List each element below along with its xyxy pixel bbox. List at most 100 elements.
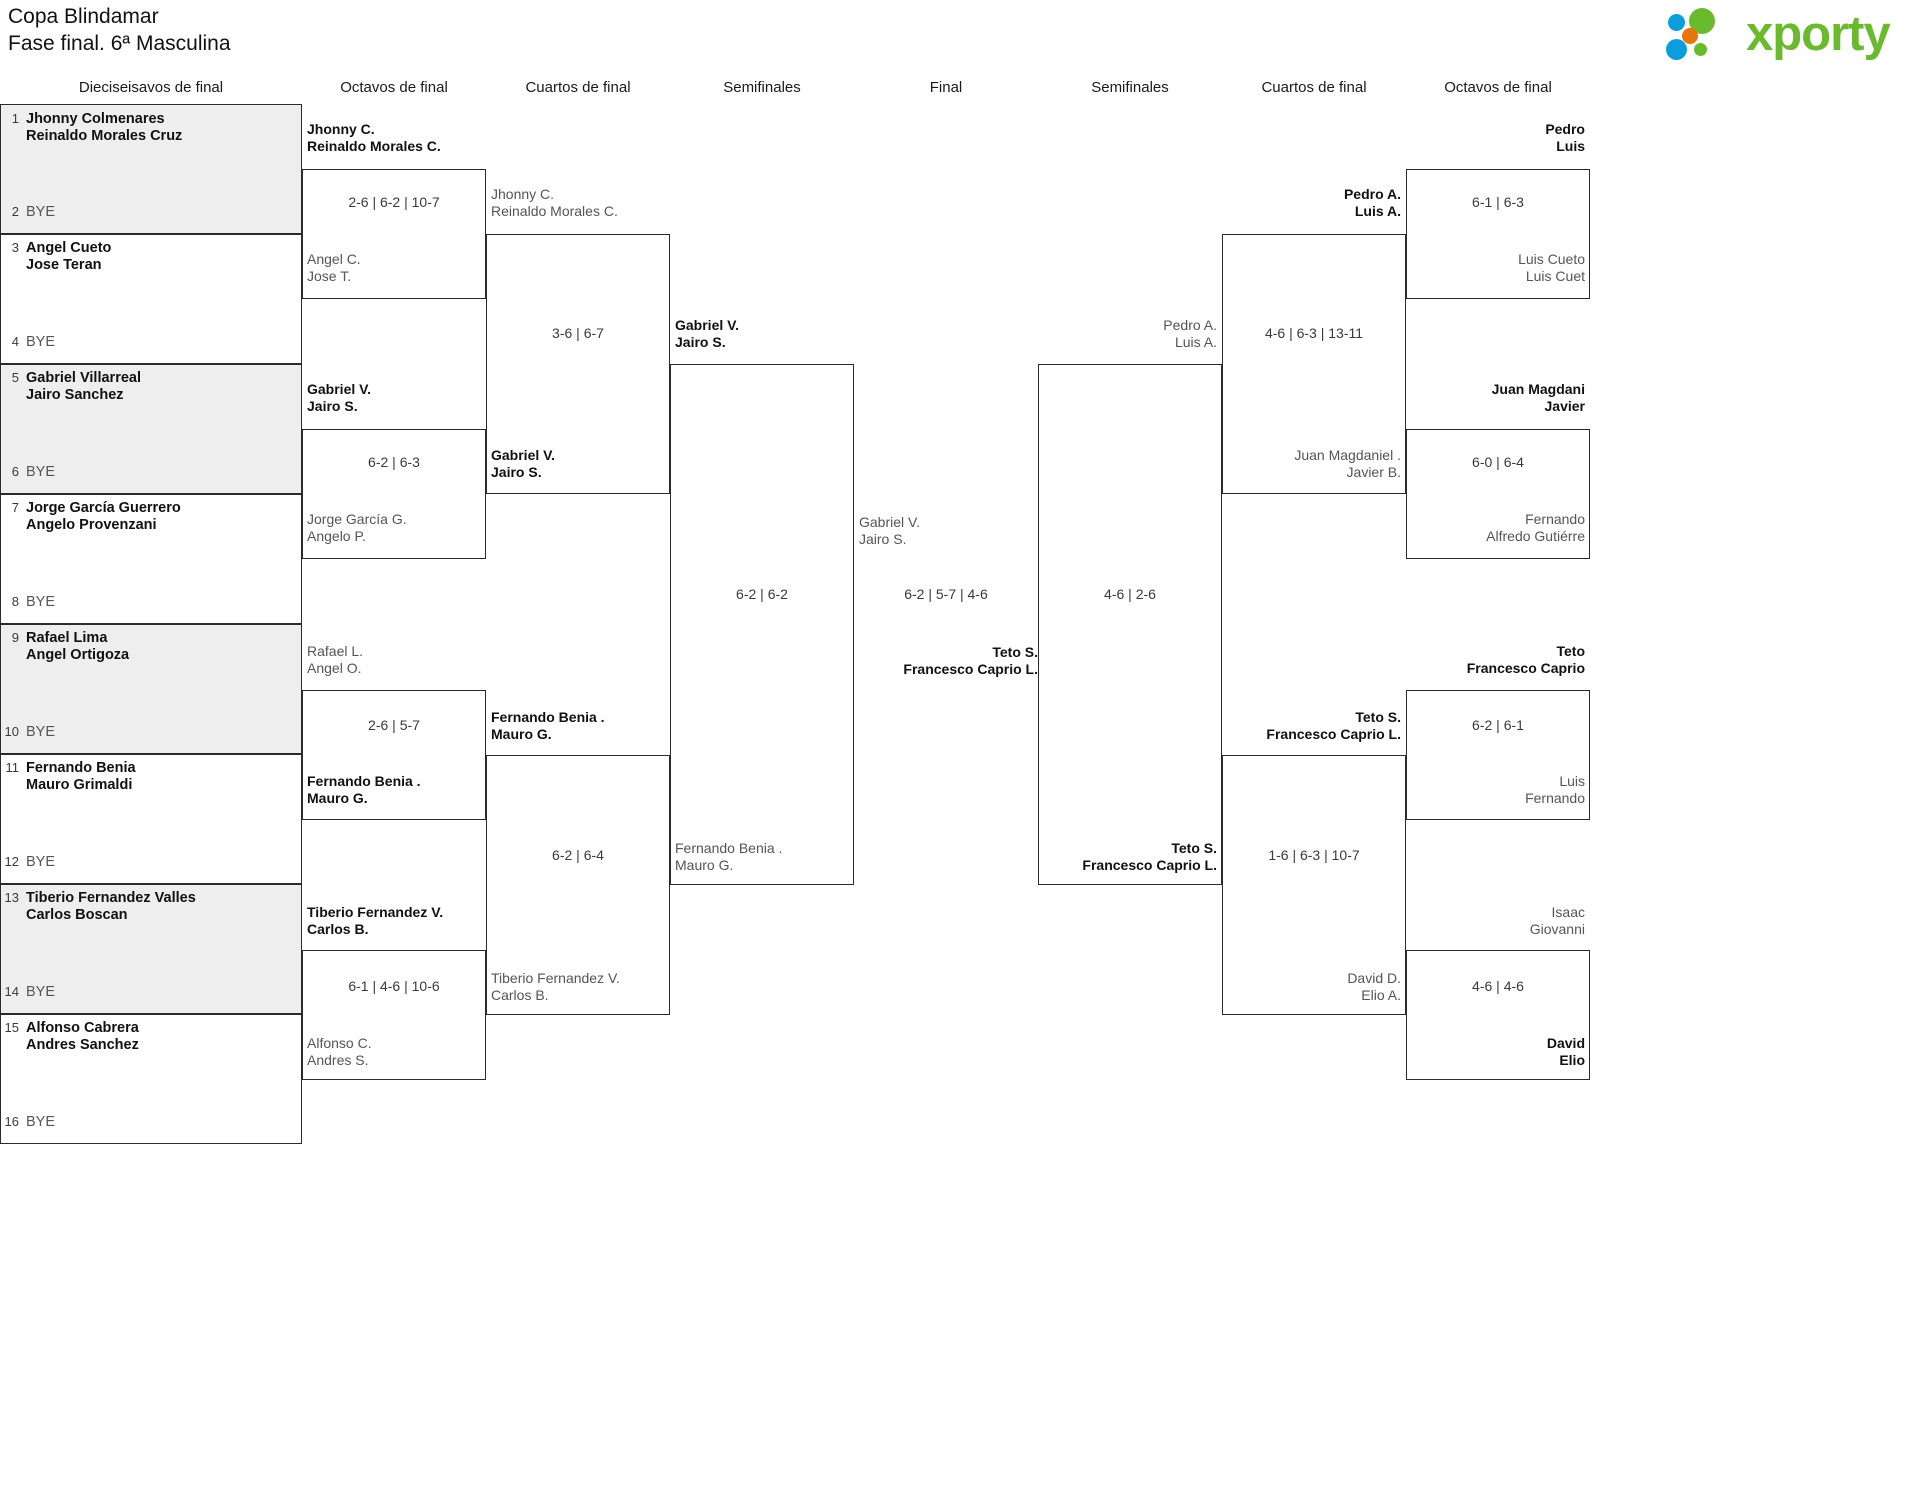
seed-players: Angel Cueto Jose Teran xyxy=(26,240,111,274)
seed-entry[interactable]: 1 Jhonny Colmenares Reinaldo Morales Cru… xyxy=(4,111,300,145)
player-line-1: Fernando Benia xyxy=(26,760,136,776)
player-line-2: Jose Teran xyxy=(26,257,102,273)
seed-block[interactable] xyxy=(0,884,302,1014)
match-box[interactable] xyxy=(1038,364,1222,885)
match-box[interactable] xyxy=(486,755,670,1015)
seed-players: Fernando Benia Mauro Grimaldi xyxy=(26,760,136,794)
match-score: 4-6 | 2-6 xyxy=(1104,586,1156,602)
seed-entry-bye[interactable]: 4 BYE xyxy=(4,334,300,351)
seed-entry[interactable]: 7 Jorge García Guerrero Angelo Provenzan… xyxy=(4,500,300,534)
seed-entry-bye[interactable]: 12 BYE xyxy=(4,854,300,871)
match-team-bottom[interactable]: Jorge García G. Angelo P. xyxy=(307,511,487,544)
seed-entry[interactable]: 15 Alfonso Cabrera Andres Sanchez xyxy=(4,1020,300,1054)
match-team-top[interactable]: Rafael L. Angel O. xyxy=(307,643,487,676)
match-box[interactable] xyxy=(302,429,486,559)
match-team-bottom[interactable]: Luis Fernando xyxy=(1405,773,1585,806)
match-team-top[interactable]: Fernando Benia . Mauro G. xyxy=(491,709,671,742)
seed-entry-bye[interactable]: 8 BYE xyxy=(4,594,300,611)
bye-label: BYE xyxy=(26,204,56,220)
seed-number: 4 xyxy=(11,334,19,349)
match-team-bottom[interactable]: Gabriel V. Jairo S. xyxy=(491,447,671,480)
player-line-1: Teto xyxy=(1556,643,1585,659)
player-line-2: Luis A. xyxy=(1354,202,1401,219)
match-team-top[interactable]: Gabriel V. Jairo S. xyxy=(675,317,855,350)
player-line-1: Jorge García G. xyxy=(307,511,407,527)
seed-block[interactable] xyxy=(0,234,302,364)
match-team-bottom[interactable]: Alfonso C. Andres S. xyxy=(307,1035,487,1068)
seed-number: 6 xyxy=(11,464,19,479)
match-box[interactable] xyxy=(1406,690,1590,820)
player-line-2: Luis Cuet xyxy=(1525,267,1585,284)
match-team-bottom[interactable]: David Elio xyxy=(1405,1035,1585,1068)
match-team-top[interactable]: Jhonny C. Reinaldo Morales C. xyxy=(491,186,671,219)
match-team-top[interactable]: Jhonny C. Reinaldo Morales C. xyxy=(307,121,487,154)
round-header-right-r16: Octavos de final xyxy=(1444,79,1552,96)
match-score: 4-6 | 4-6 xyxy=(1472,978,1524,994)
round-header-left-r16: Octavos de final xyxy=(340,79,448,96)
match-team-bottom[interactable]: Teto S. Francesco Caprio L. xyxy=(1037,840,1217,873)
seed-block[interactable] xyxy=(0,494,302,624)
seed-entry-bye[interactable]: 14 BYE xyxy=(4,984,300,1001)
match-box[interactable] xyxy=(486,234,670,494)
player-line-2: Luis A. xyxy=(1174,333,1217,350)
seed-number: 3 xyxy=(11,240,19,255)
seed-entry-bye[interactable]: 10 BYE xyxy=(4,724,300,741)
match-box[interactable] xyxy=(302,950,486,1080)
seed-entry[interactable]: 3 Angel Cueto Jose Teran xyxy=(4,240,300,274)
match-team-bottom[interactable]: Angel C. Jose T. xyxy=(307,251,487,284)
final-team-top[interactable]: Gabriel V. Jairo S. xyxy=(859,514,1039,547)
match-team-top[interactable]: Teto S. Francesco Caprio L. xyxy=(1221,709,1401,742)
match-box[interactable] xyxy=(1222,755,1406,1015)
seed-block[interactable] xyxy=(0,104,302,234)
match-box[interactable] xyxy=(670,364,854,885)
match-score: 6-2 | 6-4 xyxy=(552,847,604,863)
seed-entry-bye[interactable]: 2 BYE xyxy=(4,204,300,221)
seed-block[interactable] xyxy=(0,1014,302,1144)
match-team-bottom[interactable]: Juan Magdaniel . Javier B. xyxy=(1221,447,1401,480)
player-line-1: Rafael L. xyxy=(307,643,364,659)
match-team-bottom[interactable]: Fernando Alfredo Gutiérre xyxy=(1405,511,1585,544)
seed-entry[interactable]: 11 Fernando Benia Mauro Grimaldi xyxy=(4,760,300,794)
player-line-2: Andres Sanchez xyxy=(26,1037,139,1053)
match-team-top[interactable]: Teto Francesco Caprio xyxy=(1405,643,1585,676)
player-line-2: Andres S. xyxy=(307,1051,369,1068)
player-line-2: Mauro G. xyxy=(675,856,734,873)
match-team-top[interactable]: Gabriel V. Jairo S. xyxy=(307,381,487,414)
match-team-bottom[interactable]: David D. Elio A. xyxy=(1221,970,1401,1003)
match-team-bottom[interactable]: Luis Cueto Luis Cuet xyxy=(1405,251,1585,284)
seed-number: 2 xyxy=(11,204,19,219)
match-box[interactable] xyxy=(1406,429,1590,559)
match-team-top[interactable]: Tiberio Fernandez V. Carlos B. xyxy=(307,904,487,937)
match-box[interactable] xyxy=(1222,234,1406,494)
seed-block[interactable] xyxy=(0,364,302,494)
match-team-top[interactable]: Juan Magdani Javier xyxy=(1405,381,1585,414)
seed-entry[interactable]: 9 Rafael Lima Angel Ortigoza xyxy=(4,630,300,664)
seed-number: 15 xyxy=(4,1020,19,1035)
seed-players: Jhonny Colmenares Reinaldo Morales Cruz xyxy=(26,111,182,145)
player-line-2: Jose T. xyxy=(307,267,352,284)
seed-block[interactable] xyxy=(0,754,302,884)
match-team-top[interactable]: Pedro A. Luis A. xyxy=(1221,186,1401,219)
player-line-2: Carlos Boscan xyxy=(26,907,128,923)
player-line-2: Elio A. xyxy=(1361,986,1401,1003)
match-team-bottom[interactable]: Fernando Benia . Mauro G. xyxy=(675,840,855,873)
match-team-top[interactable]: Isaac Giovanni xyxy=(1405,904,1585,937)
match-box[interactable] xyxy=(302,169,486,299)
seed-block[interactable] xyxy=(0,624,302,754)
player-line-2: Javier B. xyxy=(1346,463,1401,480)
seed-entry[interactable]: 13 Tiberio Fernandez Valles Carlos Bosca… xyxy=(4,890,300,924)
match-team-bottom[interactable]: Tiberio Fernandez V. Carlos B. xyxy=(491,970,671,1003)
player-line-2: Angel Ortigoza xyxy=(26,647,130,663)
match-box[interactable] xyxy=(1406,950,1590,1080)
final-team-bottom[interactable]: Teto S. Francesco Caprio L. xyxy=(858,644,1038,677)
match-team-bottom[interactable]: Fernando Benia . Mauro G. xyxy=(307,773,487,806)
match-box[interactable] xyxy=(1406,169,1590,299)
round-header-right-qf: Cuartos de final xyxy=(1261,79,1367,96)
match-team-top[interactable]: Pedro Luis xyxy=(1405,121,1585,154)
seed-entry-bye[interactable]: 16 BYE xyxy=(4,1114,300,1131)
match-box[interactable] xyxy=(302,690,486,820)
seed-entry[interactable]: 5 Gabriel Villarreal Jairo Sanchez xyxy=(4,370,300,404)
player-line-2: Angelo Provenzani xyxy=(26,517,157,533)
seed-entry-bye[interactable]: 6 BYE xyxy=(4,464,300,481)
match-team-top[interactable]: Pedro A. Luis A. xyxy=(1037,317,1217,350)
